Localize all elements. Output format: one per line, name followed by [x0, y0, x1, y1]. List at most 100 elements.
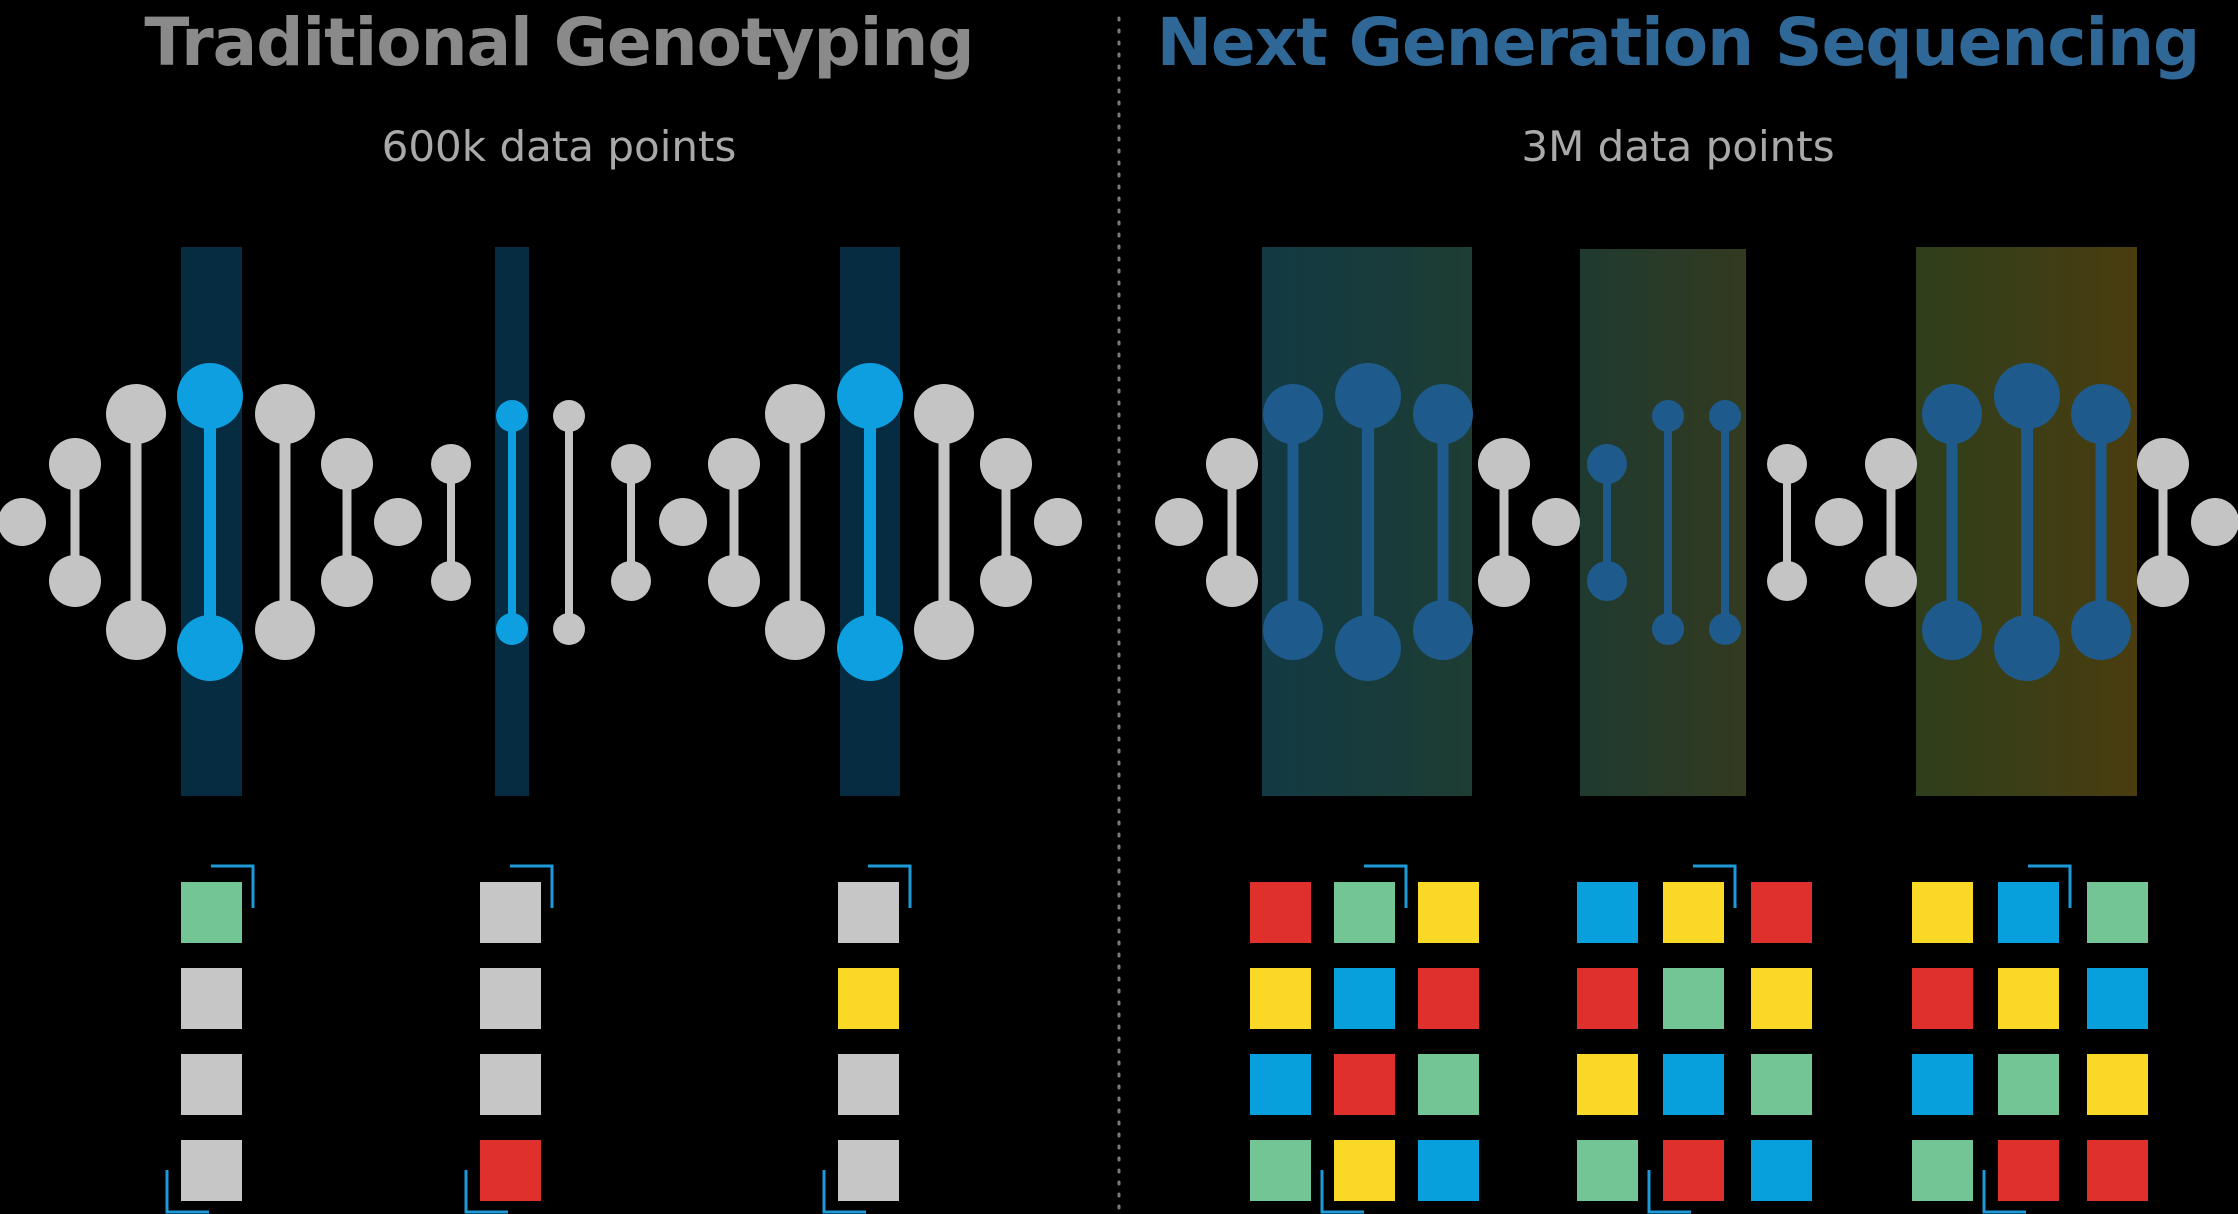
sequencing-square — [1418, 1140, 1479, 1201]
sequencing-square — [1577, 968, 1638, 1029]
nucleotide-node — [1413, 600, 1473, 660]
nucleotide-node — [914, 600, 974, 660]
corner-bracket — [1364, 864, 1408, 908]
nucleotide-node — [1994, 363, 2060, 429]
nucleotide-node — [765, 384, 825, 444]
nucleotide-node — [1652, 613, 1684, 645]
sequencing-square — [1912, 882, 1973, 943]
sequencing-square — [1663, 1054, 1724, 1115]
nucleotide-node — [2191, 498, 2238, 546]
nucleotide-node — [553, 613, 585, 645]
sequencing-square — [1250, 882, 1311, 943]
corner-bracket — [1320, 1170, 1364, 1214]
corner-bracket — [822, 1170, 866, 1214]
nucleotide-node — [1478, 438, 1530, 490]
nucleotide-node — [553, 400, 585, 432]
sequencing-square — [2087, 1140, 2148, 1201]
sequencing-square — [1418, 1054, 1479, 1115]
sequencing-square — [1334, 968, 1395, 1029]
nucleotide-node — [1155, 498, 1203, 546]
nucleotide-node — [496, 400, 528, 432]
nucleotide-node — [2071, 384, 2131, 444]
sequencing-square — [1998, 1054, 2059, 1115]
sequencing-square — [1751, 1140, 1812, 1201]
genotype-square — [181, 1054, 242, 1115]
nucleotide-node — [765, 600, 825, 660]
sequencing-square — [1998, 1140, 2059, 1201]
sequencing-square — [1663, 1140, 1724, 1201]
ngs-data-points-label: 3M data points — [1521, 122, 1835, 171]
genotyping-dna-helix — [0, 363, 1082, 681]
nucleotide-node — [1767, 561, 1807, 601]
nucleotide-node — [106, 600, 166, 660]
traditional-genotyping-title: Traditional Genotyping — [144, 4, 974, 81]
sequencing-square — [1998, 968, 2059, 1029]
sequencing-square — [1250, 1054, 1311, 1115]
nucleotide-node — [1922, 384, 1982, 444]
nucleotide-node — [1922, 600, 1982, 660]
corner-bracket — [1647, 1170, 1691, 1214]
nucleotide-node — [106, 384, 166, 444]
nucleotide-node — [914, 384, 974, 444]
sequencing-square — [2087, 968, 2148, 1029]
genotype-square — [838, 1054, 899, 1115]
nucleotide-node — [1206, 438, 1258, 490]
nucleotide-node — [1865, 438, 1917, 490]
nucleotide-node — [49, 555, 101, 607]
genotype-square — [181, 968, 242, 1029]
sequencing-square — [1998, 882, 2059, 943]
sequencing-square — [2087, 882, 2148, 943]
nucleotide-node — [1767, 444, 1807, 484]
corner-bracket — [211, 864, 255, 908]
nucleotide-node — [980, 555, 1032, 607]
nucleotide-node — [980, 438, 1032, 490]
corner-bracket — [2028, 864, 2072, 908]
genotype-square — [181, 1140, 242, 1201]
nucleotide-node — [1652, 400, 1684, 432]
nucleotide-node — [708, 438, 760, 490]
nucleotide-node — [837, 363, 903, 429]
genotype-square — [480, 1140, 541, 1201]
sequencing-square — [1751, 1054, 1812, 1115]
sequencing-square — [2087, 1054, 2148, 1115]
genotype-square — [480, 968, 541, 1029]
nucleotide-node — [1587, 444, 1627, 484]
nucleotide-node — [1335, 615, 1401, 681]
nucleotide-node — [177, 363, 243, 429]
nucleotide-node — [1478, 555, 1530, 607]
nucleotide-node — [1413, 384, 1473, 444]
nucleotide-node — [708, 555, 760, 607]
nucleotide-node — [1815, 498, 1863, 546]
genotype-square — [480, 882, 541, 943]
genotype-square — [480, 1054, 541, 1115]
corner-bracket — [510, 864, 554, 908]
corner-bracket — [464, 1170, 508, 1214]
corner-bracket — [868, 864, 912, 908]
nucleotide-node — [374, 498, 422, 546]
corner-bracket — [1693, 864, 1737, 908]
sequencing-square — [1751, 882, 1812, 943]
sequencing-square — [1577, 1054, 1638, 1115]
ngs-dna-helix — [1155, 363, 2238, 681]
sequencing-square — [1577, 1140, 1638, 1201]
sequencing-square — [1250, 968, 1311, 1029]
nucleotide-node — [1263, 600, 1323, 660]
sequencing-square — [1577, 882, 1638, 943]
genotype-square — [181, 882, 242, 943]
nucleotide-node — [1865, 555, 1917, 607]
nucleotide-node — [1532, 498, 1580, 546]
nucleotide-node — [2071, 600, 2131, 660]
sequencing-square — [1912, 968, 1973, 1029]
nucleotide-node — [2137, 555, 2189, 607]
nucleotide-node — [1709, 613, 1741, 645]
sequencing-square — [1418, 882, 1479, 943]
sequencing-square — [1912, 1054, 1973, 1115]
nucleotide-node — [496, 613, 528, 645]
sequencing-square — [1250, 1140, 1311, 1201]
nucleotide-node — [321, 555, 373, 607]
nucleotide-node — [659, 498, 707, 546]
genotype-square — [838, 882, 899, 943]
genotyping-base-columns — [165, 864, 912, 1214]
nucleotide-node — [1034, 498, 1082, 546]
